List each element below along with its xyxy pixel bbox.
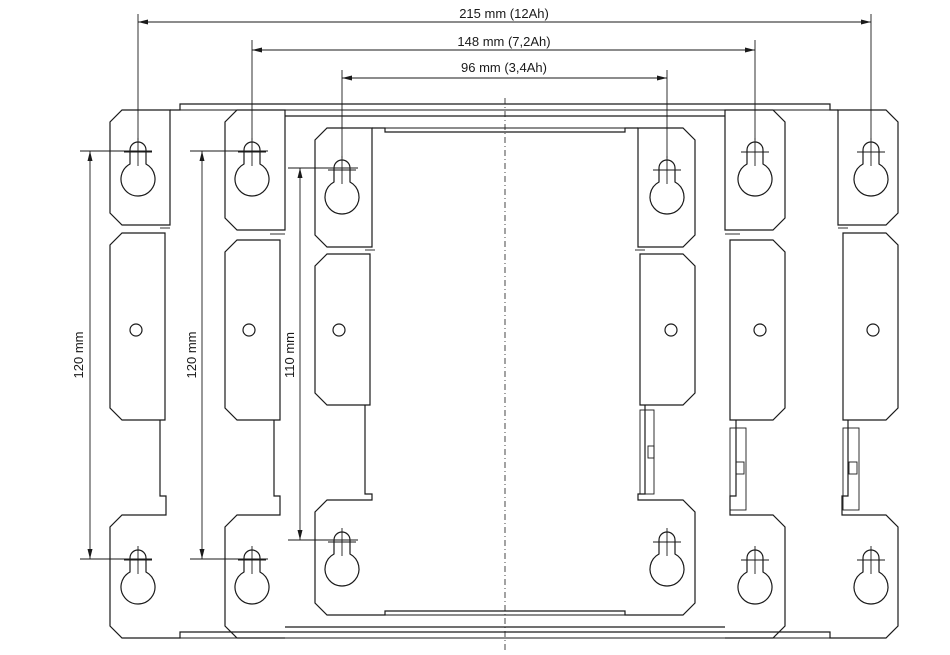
dim-label-120mm-b: 120 mm (184, 332, 199, 379)
dim-height-12ah: 120 mm (71, 151, 152, 559)
dim-label-110mm: 110 mm (282, 332, 297, 378)
dim-label-215mm: 215 mm (12Ah) (459, 6, 549, 21)
dim-width-7ah: 148 mm (7,2Ah) (252, 34, 755, 140)
plate-12ah-right (838, 110, 898, 638)
dim-label-120mm-a: 120 mm (71, 332, 86, 379)
keyhole-slots (121, 138, 888, 604)
center-holes (130, 324, 879, 336)
hole-12ah-right (867, 324, 879, 336)
hole-3ah-left (333, 324, 345, 336)
top-rails (170, 104, 838, 132)
hole-12ah-left (130, 324, 142, 336)
hole-7ah-left (243, 324, 255, 336)
bottom-rails (170, 611, 838, 638)
dim-label-96mm: 96 mm (3,4Ah) (461, 60, 547, 75)
dim-height-3ah: 110 mm (282, 168, 358, 540)
dim-label-148mm: 148 mm (7,2Ah) (457, 34, 550, 49)
dim-width-3ah: 96 mm (3,4Ah) (342, 60, 667, 158)
hole-7ah-right (754, 324, 766, 336)
dim-height-7ah: 120 mm (184, 151, 268, 559)
hole-3ah-right (665, 324, 677, 336)
